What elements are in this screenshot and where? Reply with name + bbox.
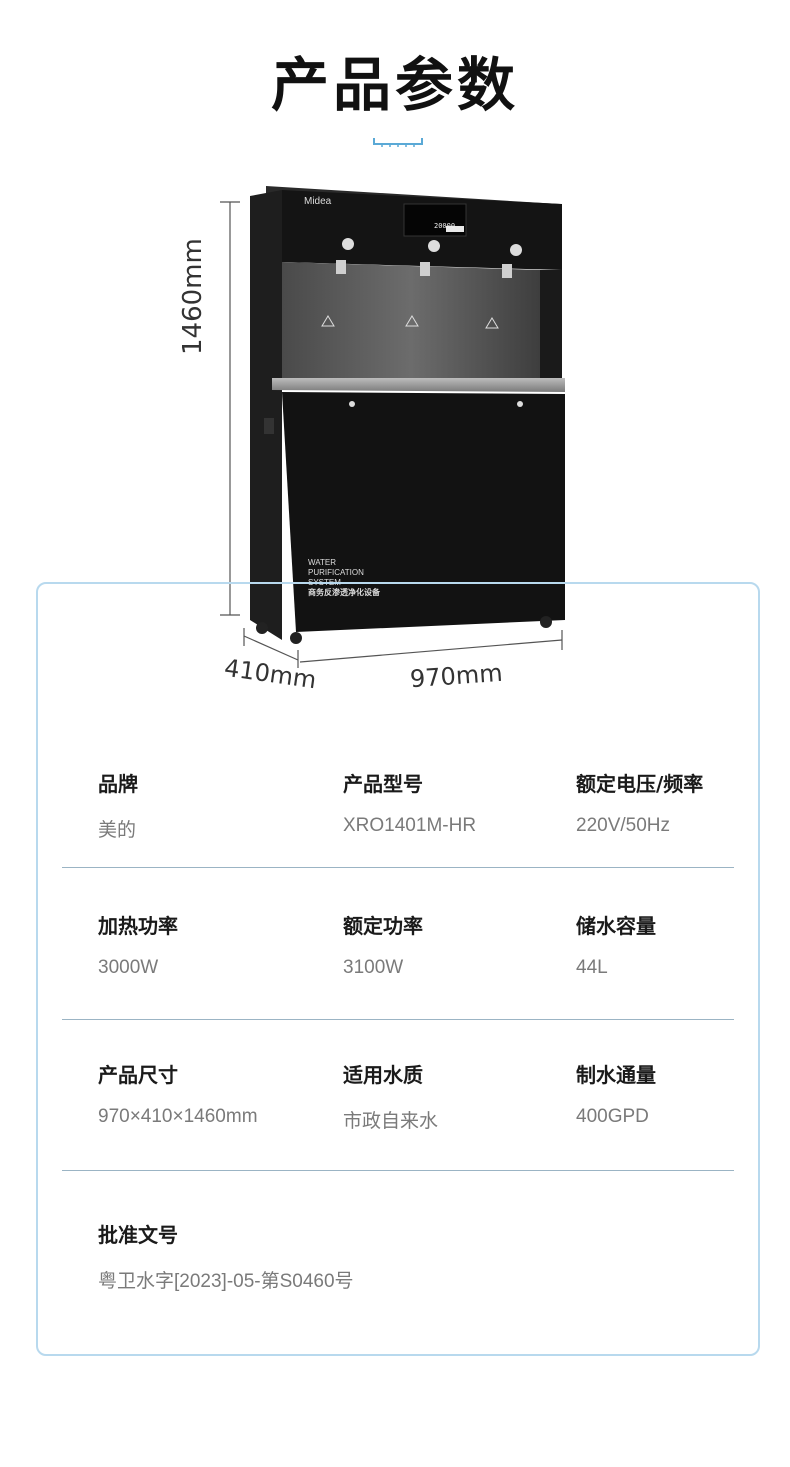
spec-value: 400GPD <box>576 1106 649 1127</box>
spec-label: 储水容量 <box>576 914 656 938</box>
spec-value: 3000W <box>98 957 159 978</box>
spec-cell-brand: 品牌 美的 <box>98 768 138 842</box>
spec-cell-approval: 批准文号 粤卫水字[2023]-05-第S0460号 <box>98 1219 354 1293</box>
spec-value: 美的 <box>98 820 137 841</box>
spec-value: 市政自来水 <box>343 1111 439 1132</box>
spec-label: 额定电压/频率 <box>576 772 704 796</box>
divider <box>62 867 734 868</box>
spec-value: 220V/50Hz <box>576 815 671 836</box>
spec-label: 额定功率 <box>343 914 423 938</box>
height-dimension: 1460mm <box>178 238 208 355</box>
spec-value: 粤卫水字[2023]-05-第S0460号 <box>98 1271 354 1292</box>
spec-value: XRO1401M-HR <box>343 815 477 836</box>
spec-label: 产品型号 <box>343 772 423 796</box>
spec-card <box>36 582 760 1356</box>
panel-label-cn: 商务反渗透净化设备 <box>308 588 380 597</box>
spec-label: 适用水质 <box>343 1063 423 1087</box>
panel-label-line1: WATER <box>308 558 336 567</box>
spec-label: 产品尺寸 <box>98 1063 178 1087</box>
display-readout: 20000 <box>434 222 456 230</box>
spec-value: 3100W <box>343 957 404 978</box>
divider <box>62 1170 734 1171</box>
spec-cell-model: 产品型号 XRO1401M-HR <box>343 768 476 837</box>
spec-label: 批准文号 <box>98 1223 178 1247</box>
spec-label: 加热功率 <box>98 914 178 938</box>
spec-cell-rated-power: 额定功率 3100W <box>343 910 423 979</box>
spec-value: 970×410×1460mm <box>98 1106 258 1127</box>
spec-value: 44L <box>576 957 608 978</box>
page-title: 产品参数 <box>270 51 519 119</box>
spec-cell-size: 产品尺寸 970×410×1460mm <box>98 1059 258 1128</box>
spec-label: 品牌 <box>98 772 138 796</box>
divider <box>62 1019 734 1020</box>
title-decoration <box>373 138 423 147</box>
spec-cell-water-quality: 适用水质 市政自来水 <box>343 1059 438 1133</box>
brand-logo: Midea <box>304 196 332 207</box>
spec-cell-heating-power: 加热功率 3000W <box>98 910 178 979</box>
water-dispenser-illustration <box>220 186 565 668</box>
spec-label: 制水通量 <box>576 1063 656 1087</box>
spec-cell-flux: 制水通量 400GPD <box>576 1059 656 1128</box>
panel-label-line2: PURIFICATION <box>308 568 364 577</box>
spec-cell-storage: 储水容量 44L <box>576 910 656 979</box>
spec-cell-voltage: 额定电压/频率 220V/50Hz <box>576 768 703 837</box>
